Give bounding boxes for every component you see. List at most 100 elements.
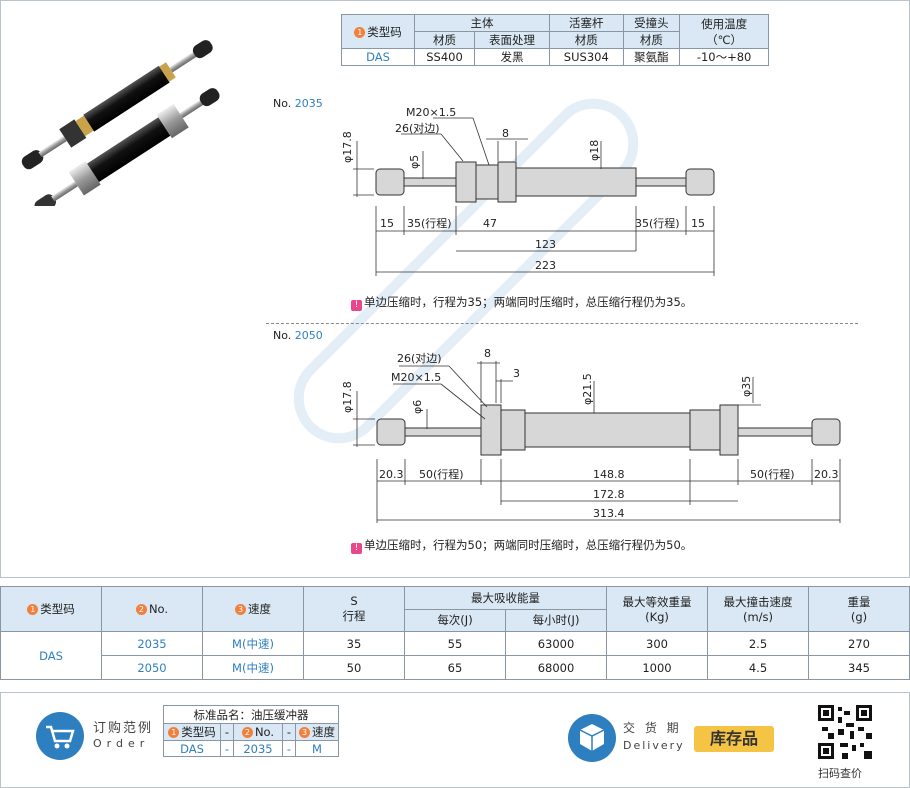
product-photo [21,40,220,206]
stroke-cell: 35 [303,631,405,656]
scan-label: 扫码查价 [818,767,862,780]
nut-left [480,404,502,456]
per-cycle-cell: 55 [404,631,506,656]
drawing-2050: 26(对边) M20×1.5 8 3 φ17.8 φ6 φ21.5 φ35 20… [341,347,841,523]
max-energy-header: 最大吸收能量 [404,586,607,610]
note-2035: !单边压缩时，行程为35；两端同时压缩时，总压缩行程仍为35。 [351,294,692,311]
table-row: DAS 2035 M(中速) 35 55 63000 300 2.5 270 [0,631,910,680]
drawing-2035: M20×1.5 26(对边) 8 φ17.8 φ5 φ18 15 35(行程) … [341,106,715,276]
cylinder-body [515,167,637,197]
order-title: 订购范例 [93,721,154,736]
cart-icon [36,712,84,760]
nut-right [497,161,517,203]
impact-cell: 2.5 [707,631,809,656]
weight-header: 重量(g) [808,586,910,632]
stock-badge: 库存品 [694,726,774,752]
model-label-2050: No. 2050 [273,329,323,342]
surface-header: 表面处理 [473,31,551,49]
dim-thread: M20×1.5 [406,106,456,119]
order-dash: - [220,723,234,741]
std-name: 标准品名：油压缓冲器 [163,705,339,724]
no-cell: 2035 [101,631,203,656]
order-value: DAS [163,740,221,757]
type-cell: DAS [0,631,102,680]
mass-cell: 1000 [606,655,708,680]
table-row: 2050 M(中速) 50 65 68000 1000 4.5 345 [1,655,910,680]
material-header: 材质 [622,31,681,49]
thread-section [475,164,499,200]
rod-right [635,177,687,187]
info-icon: ! [351,300,362,311]
per-hour-cell: 63000 [505,631,607,656]
per-hour-header: 每小时(J) [505,608,607,632]
speed-cell: M(中速) [202,631,304,656]
piston-rod-header: 活塞杆 [549,14,624,32]
dim-body-len: 172.8 [593,488,625,501]
spec-cell: 发黑 [473,48,551,66]
dim-rod-dia: φ6 [411,400,424,414]
per-cycle-header: 每次(J) [404,608,506,632]
temp-header: 使用温度（℃） [679,14,769,49]
delivery-title: 交 货 期 [623,721,682,735]
bumper-left [375,168,405,196]
order-title-en: Order [93,737,150,750]
dim-body-len: 123 [535,238,556,251]
mass-cell: 300 [606,631,708,656]
mass-header: 最大等效重量(Kg) [606,586,708,632]
rod-left [404,427,482,437]
dim-right-dia: φ35 [740,376,753,397]
note-2050: !单边压缩时，行程为50；两端同时压缩时，总压缩行程仍为50。 [351,537,692,554]
dim-tip-right: 15 [691,217,705,230]
speed-cell: M(中速) [202,655,304,680]
delivery-title-en: Delivery [623,739,685,752]
dim-tip-dia: φ17.8 [341,131,354,163]
flange-left [500,409,526,451]
order-dash: - [282,723,296,741]
no-cell: 2050 [101,655,203,680]
delivery-box-icon [568,714,616,762]
section-divider [266,323,858,324]
dim-thread-len: 47 [483,217,497,230]
weight-cell: 270 [808,631,910,656]
dim-gap: 3 [513,367,520,380]
model-label-2035: No. 2035 [273,97,323,110]
dim-stroke-left: 35(行程) [407,217,452,230]
per-cycle-cell: 65 [404,655,506,680]
dim-across: 26(对边) [395,121,440,135]
impact-cell: 4.5 [707,655,809,680]
material-header: 材质 [414,31,475,49]
bumper-header: 受撞头 [622,14,681,32]
info-icon: ! [351,543,362,554]
dim-total-len: 313.4 [593,507,625,520]
bumper-right [685,168,715,196]
dim-stroke-right: 35(行程) [635,217,680,230]
dim-body-dia: φ18 [588,140,601,161]
spec-cell: DAS [341,48,415,66]
dim-total-len: 223 [535,259,556,272]
qr-code-icon[interactable] [816,703,874,761]
impact-header: 最大撞击速度(m/s) [707,586,809,632]
material-header: 材质 [549,31,624,49]
spec-cell: SS400 [414,48,475,66]
dim-tip-left: 15 [380,217,394,230]
dim-nut: 8 [502,127,509,140]
body-header: 主体 [413,14,551,32]
dim-tip-dia: φ17.8 [341,381,354,413]
rod-right [737,427,813,437]
per-hour-cell: 68000 [505,655,607,680]
dim-mid-len: 148.8 [593,468,625,481]
nut-left [455,161,477,203]
bumper-right [811,418,841,446]
dim-thread: M20×1.5 [391,371,441,384]
spec-cell: -10～+80 [679,48,769,66]
dim-tip-left: 20.3 [379,468,404,481]
spec-cell: 聚氨酯 [622,48,681,66]
